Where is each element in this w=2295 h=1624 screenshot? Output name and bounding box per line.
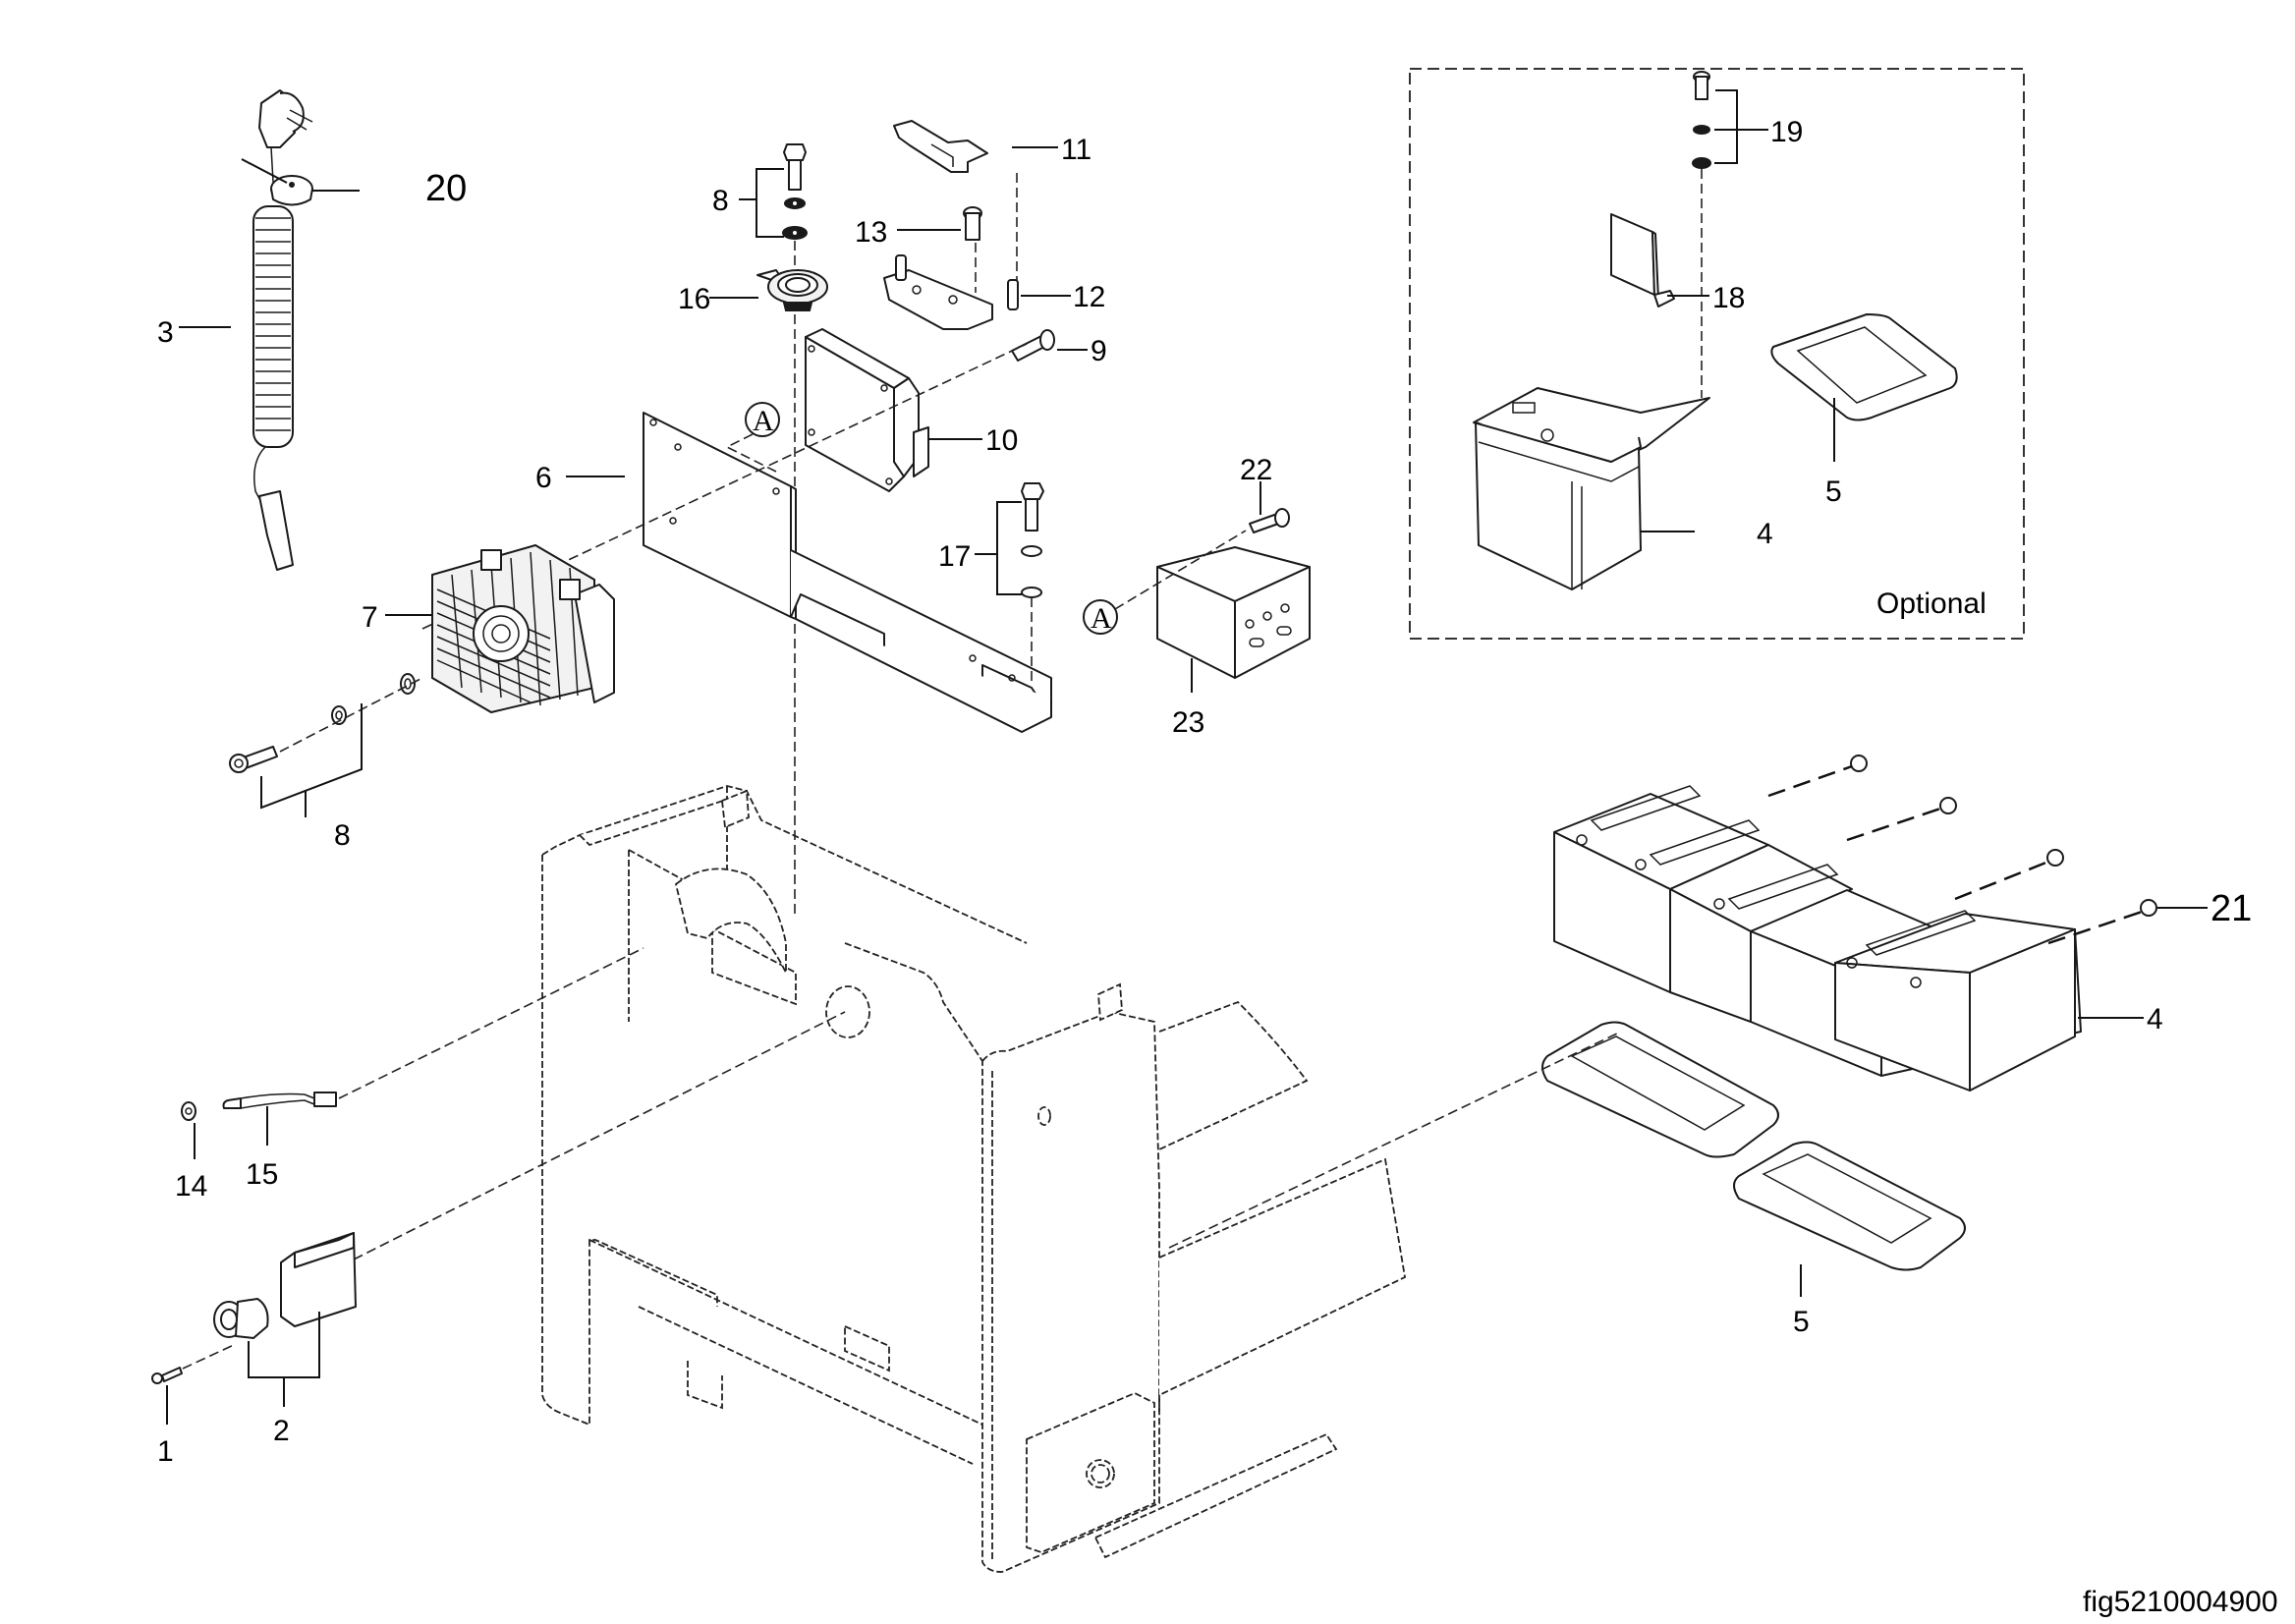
coiled-mains-cable xyxy=(252,89,313,571)
callout-5-optional: 5 xyxy=(1825,476,1842,508)
callout-18: 18 xyxy=(1712,282,1745,314)
bolt-washer-set-top xyxy=(782,143,808,240)
reference-marker-a: A xyxy=(725,402,780,473)
grommet xyxy=(181,1101,196,1121)
callout-6: 6 xyxy=(535,462,552,494)
bolt-washer-set-17 xyxy=(1021,482,1044,598)
connector-box xyxy=(1156,546,1311,679)
bracket-line xyxy=(1714,89,1738,164)
callout-22: 22 xyxy=(1240,454,1272,486)
callout-1: 1 xyxy=(157,1435,174,1468)
screw-1 xyxy=(151,1367,183,1384)
control-module xyxy=(805,328,929,492)
callout-10: 10 xyxy=(985,424,1018,457)
assembly-axis xyxy=(338,947,644,1099)
screw-washer-set-19 xyxy=(1692,71,1711,169)
battery-charger xyxy=(431,543,615,714)
reference-marker-a-2: A xyxy=(1083,599,1118,635)
charging-socket xyxy=(213,1232,357,1339)
callout-14: 14 xyxy=(175,1170,207,1203)
bracket-line xyxy=(756,168,784,238)
callout-17: 17 xyxy=(938,540,971,573)
reference-marker-label: A xyxy=(753,405,774,437)
callout-4-optional: 4 xyxy=(1757,518,1773,550)
callout-13: 13 xyxy=(855,216,887,249)
callout-12: 12 xyxy=(1073,281,1105,313)
callout-3: 3 xyxy=(157,316,174,349)
callout-8-top: 8 xyxy=(712,185,729,217)
leader-line xyxy=(241,158,288,184)
assembly-axis xyxy=(1168,1031,1622,1249)
battery-retaining-bracket xyxy=(1610,213,1675,308)
chassis-frame xyxy=(541,785,1406,1573)
battery-base-pads xyxy=(1541,1021,1966,1271)
battery-block xyxy=(1553,785,2082,1092)
bracket-line xyxy=(996,501,1022,595)
callout-15: 15 xyxy=(246,1158,278,1191)
bracket-line xyxy=(260,703,363,810)
callout-4-main: 4 xyxy=(2147,1003,2163,1036)
battery-base-pad-optional xyxy=(1770,313,1958,421)
optional-label: Optional xyxy=(1876,588,1987,620)
battery-optional xyxy=(1473,387,1710,590)
sensor-cable xyxy=(222,1092,337,1109)
fuse-holder xyxy=(883,254,1019,330)
optional-group-box xyxy=(1409,68,2025,640)
screw-22 xyxy=(1249,508,1290,533)
callout-16: 16 xyxy=(678,283,710,315)
callout-8-bottom: 8 xyxy=(334,819,351,852)
callout-11: 11 xyxy=(1061,134,1092,166)
callout-9: 9 xyxy=(1091,335,1107,367)
assembly-axis xyxy=(1114,530,1247,610)
figure-id: fig5210004900 xyxy=(2083,1586,2278,1618)
callout-21: 21 xyxy=(2211,888,2252,929)
screw-13 xyxy=(963,206,982,241)
assembly-axis xyxy=(353,1011,846,1260)
plug-cap xyxy=(270,175,313,206)
callout-2: 2 xyxy=(273,1415,290,1447)
callout-19: 19 xyxy=(1770,116,1803,148)
assembly-axis xyxy=(182,1343,237,1370)
fuse xyxy=(893,120,988,173)
callout-23: 23 xyxy=(1172,706,1204,739)
assembly-axis xyxy=(279,677,423,753)
screw-9 xyxy=(1011,329,1055,362)
reference-marker-label: A xyxy=(1091,602,1112,635)
callout-20: 20 xyxy=(425,168,467,209)
terminal-washers xyxy=(1767,755,2157,945)
callout-5-main: 5 xyxy=(1793,1306,1810,1338)
callout-7: 7 xyxy=(362,601,378,634)
charger-mounting-plate xyxy=(643,412,1052,733)
cable-coil xyxy=(252,205,294,448)
bolt-washer-set-bottom xyxy=(229,673,416,773)
cable-gland xyxy=(756,269,828,311)
